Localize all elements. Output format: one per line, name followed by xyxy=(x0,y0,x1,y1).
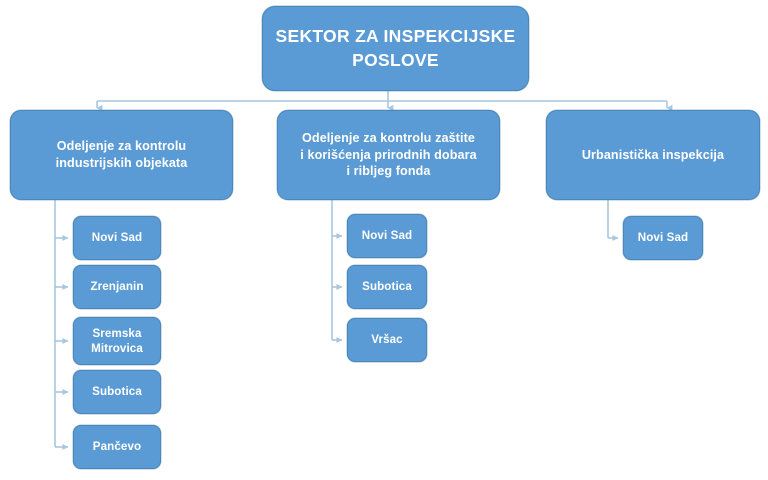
node-branch-novi-sad-1[interactable]: Novi Sad xyxy=(73,216,161,260)
node-department-nature-protection[interactable]: Odeljenje za kontrolu zaštite i korišćen… xyxy=(277,110,500,200)
node-branch-novi-sad-2[interactable]: Novi Sad xyxy=(347,214,427,258)
node-root[interactable]: SEKTOR ZA INSPEKCIJSKE POSLOVE xyxy=(262,6,529,91)
node-branch-vrsac[interactable]: Vršac xyxy=(347,318,427,362)
node-branch-label: Novi Sad xyxy=(361,229,413,243)
node-branch-subotica-2[interactable]: Subotica xyxy=(347,265,427,309)
node-branch-subotica-1[interactable]: Subotica xyxy=(73,370,161,414)
node-branch-zrenjanin[interactable]: Zrenjanin xyxy=(73,265,161,309)
node-branch-label: Sremska Mitrovica xyxy=(91,326,143,355)
node-branch-label: Novi Sad xyxy=(637,231,689,245)
node-department-nature-protection-label: Odeljenje za kontrolu zaštite i korišćen… xyxy=(300,131,477,179)
node-branch-label: Vršac xyxy=(371,333,403,347)
node-branch-label: Subotica xyxy=(362,280,412,294)
node-department-industrial-label: Odeljenje za kontrolu industrijskih obje… xyxy=(55,139,188,170)
node-branch-novi-sad-3[interactable]: Novi Sad xyxy=(623,216,703,260)
node-department-urban-inspection[interactable]: Urbanistička inspekcija xyxy=(546,110,760,200)
node-department-industrial[interactable]: Odeljenje za kontrolu industrijskih obje… xyxy=(10,110,233,200)
node-branch-label: Zrenjanin xyxy=(90,280,144,294)
node-root-label: SEKTOR ZA INSPEKCIJSKE POSLOVE xyxy=(275,26,516,70)
node-branch-label: Pančevo xyxy=(92,440,142,454)
node-branch-label: Subotica xyxy=(92,385,142,399)
node-branch-label: Novi Sad xyxy=(91,231,143,245)
node-department-urban-inspection-label: Urbanistička inspekcija xyxy=(581,147,725,162)
node-branch-pancevo[interactable]: Pančevo xyxy=(73,425,161,469)
node-branch-sremska-mitrovica[interactable]: Sremska Mitrovica xyxy=(73,317,161,365)
